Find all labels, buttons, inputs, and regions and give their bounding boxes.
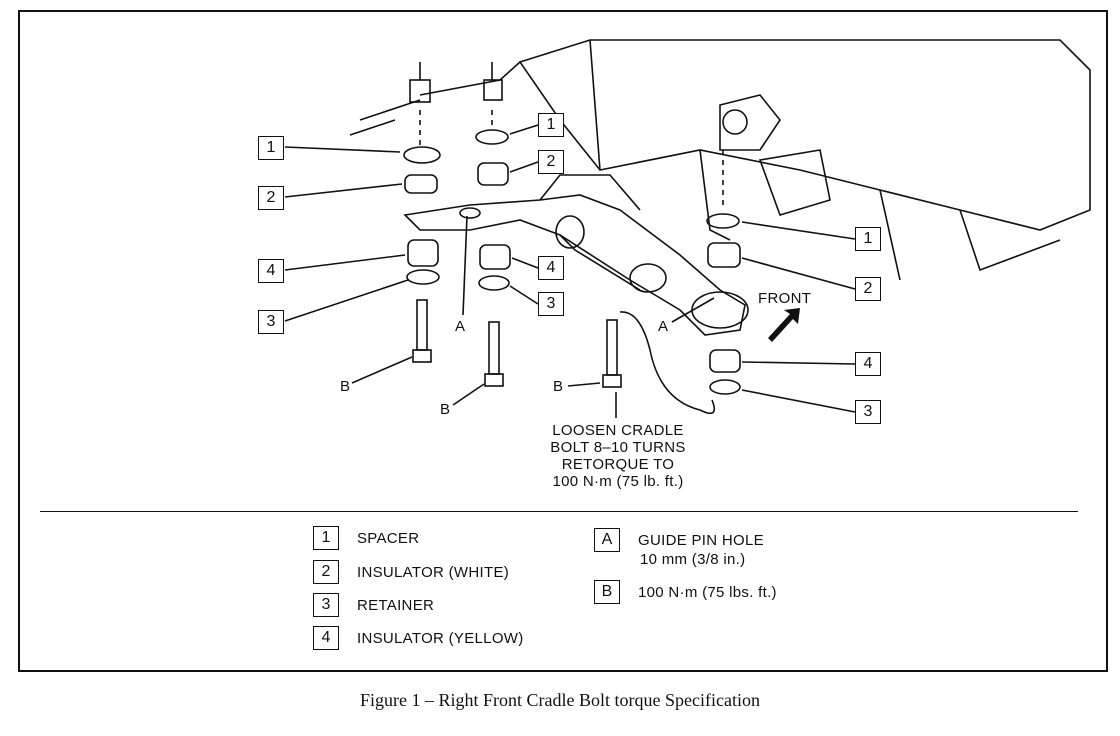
callout-insulator-yellow-right: 4: [855, 352, 881, 376]
legend-text-guide-pin-size: 10 mm (3/8 in.): [640, 551, 746, 568]
legend-text-insulator-white: INSULATOR (WHITE): [357, 564, 510, 581]
torque-note-line-1: LOOSEN CRADLE: [552, 422, 684, 439]
legend-divider: [40, 511, 1078, 512]
torque-note-line-4: 100 N·m (75 lb. ft.): [552, 473, 684, 490]
callout-insulator-yellow-left: 4: [258, 259, 284, 283]
callout-retainer-right: 3: [855, 400, 881, 424]
callout-insulator-white-left: 2: [258, 186, 284, 210]
legend-key-1: 1: [313, 526, 339, 550]
callout-retainer-left: 3: [258, 310, 284, 334]
callout-spacer-left: 1: [258, 136, 284, 160]
legend-text-spacer: SPACER: [357, 530, 420, 547]
vehicle-frame-drawing: [349, 39, 1091, 281]
figure-caption: Figure 1 – Right Front Cradle Bolt torqu…: [360, 690, 760, 710]
front-label: FRONT: [758, 290, 812, 307]
label-bolt-b-left: B: [340, 378, 351, 395]
right-mount-stack: [706, 150, 741, 395]
legend-text-retainer: RETAINER: [357, 597, 435, 614]
label-bolt-b-right: B: [553, 378, 564, 395]
left-mount-stack: [403, 62, 441, 363]
torque-note-line-2: BOLT 8–10 TURNS: [550, 439, 686, 456]
callout-spacer-middle: 1: [538, 113, 564, 137]
callout-insulator-white-middle: 2: [538, 150, 564, 174]
legend-text-guide-pin-hole: GUIDE PIN HOLE: [638, 532, 764, 549]
leader-lines: [284, 124, 856, 418]
torque-note: LOOSEN CRADLE BOLT 8–10 TURNS RETORQUE T…: [530, 422, 706, 490]
callout-insulator-yellow-middle: 4: [538, 256, 564, 280]
label-guide-pin-a-right: A: [658, 318, 669, 335]
front-arrow-icon: [768, 308, 800, 342]
callout-spacer-right: 1: [855, 227, 881, 251]
label-guide-pin-a-left: A: [455, 318, 466, 335]
middle-mount-stack: [475, 62, 511, 387]
loose-cradle-bolt: [602, 311, 716, 415]
legend-text-insulator-yellow: INSULATOR (YELLOW): [357, 630, 524, 647]
torque-note-line-3: RETORQUE TO: [561, 456, 675, 473]
legend-key-a: A: [594, 528, 620, 552]
cradle-crossmember-drawing: [403, 174, 749, 336]
legend-key-b: B: [594, 580, 620, 604]
legend-key-3: 3: [313, 593, 339, 617]
label-bolt-b-middle: B: [440, 401, 451, 418]
legend-key-2: 2: [313, 560, 339, 584]
legend-text-bolt-torque: 100 N·m (75 lbs. ft.): [638, 584, 777, 601]
legend-key-4: 4: [313, 626, 339, 650]
figure-frame: [18, 10, 1108, 672]
callout-retainer-middle: 3: [538, 292, 564, 316]
callout-insulator-white-right: 2: [855, 277, 881, 301]
